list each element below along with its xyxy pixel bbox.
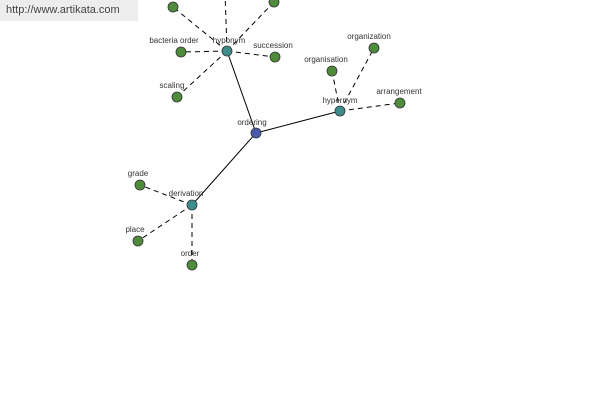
edge-hyp1-succession — [226, 50, 276, 58]
edge-ordering-deriv — [191, 132, 257, 206]
node-label-hyp2: hypernym — [322, 96, 357, 105]
node-top2[interactable] — [268, 0, 280, 8]
node-label-bacteria: bacteria order — [149, 36, 199, 45]
node-label-order: order — [181, 249, 200, 258]
node-dot-hyp1[interactable] — [221, 45, 233, 57]
node-label-organization: organization — [347, 32, 391, 41]
node-dot-bacteria[interactable] — [175, 46, 187, 58]
node-arrangement[interactable]: arrangement — [376, 87, 422, 109]
node-scaling[interactable]: scaling — [160, 81, 185, 103]
node-grade[interactable]: grade — [128, 169, 149, 191]
node-dot-deriv[interactable] — [186, 199, 198, 211]
node-label-deriv: derivation — [169, 189, 204, 198]
node-label-place: place — [125, 225, 145, 234]
node-deriv[interactable]: derivation — [169, 189, 204, 211]
node-place[interactable]: place — [125, 225, 145, 247]
node-dot-organisation[interactable] — [326, 65, 338, 77]
node-succession[interactable]: succession — [253, 41, 293, 63]
node-hyp1[interactable]: hyponym — [213, 36, 246, 57]
edge-ordering-hyp2 — [255, 110, 341, 134]
node-label-succession: succession — [253, 41, 293, 50]
node-top1[interactable] — [167, 1, 179, 13]
node-order[interactable]: order — [181, 249, 200, 271]
edge-deriv-place — [137, 204, 193, 242]
node-organization[interactable]: organization — [347, 32, 391, 54]
edge-deriv-grade — [139, 184, 193, 206]
node-dot-scaling[interactable] — [171, 91, 183, 103]
edge-hyp1-scaling — [176, 50, 228, 98]
node-label-hyp1: hyponym — [213, 36, 246, 45]
edge-hyp2-organization — [339, 47, 375, 112]
edge-hyp1-top1 — [172, 6, 228, 52]
node-organisation[interactable]: organisation — [304, 55, 348, 77]
graph-nodes: ordering hyponym hypernym derivation bacteri… — [125, 0, 422, 271]
node-label-organisation: organisation — [304, 55, 348, 64]
edge-ordering-hyp1 — [226, 50, 257, 134]
edge-hyp1-top2 — [226, 1, 275, 52]
node-label-grade: grade — [128, 169, 149, 178]
node-dot-grade[interactable] — [134, 179, 146, 191]
node-bacteria[interactable]: bacteria order — [149, 36, 199, 58]
edge-hyp1-bacteria — [180, 50, 228, 53]
node-dot-top2[interactable] — [268, 0, 280, 8]
node-label-scaling: scaling — [160, 81, 185, 90]
node-dot-succession[interactable] — [269, 51, 281, 63]
node-dot-arrangement[interactable] — [394, 97, 406, 109]
edge-hyp2-arrangement — [339, 102, 401, 112]
edge-hyp2-organisation — [331, 70, 341, 112]
node-label-ordering: ordering — [237, 118, 266, 127]
node-dot-place[interactable] — [132, 235, 144, 247]
node-label-arrangement: arrangement — [376, 87, 422, 96]
node-dot-order[interactable] — [186, 259, 198, 271]
edge-hyp1-offscreen — [224, 0, 228, 52]
node-dot-ordering[interactable] — [250, 127, 262, 139]
graph-edges — [137, 0, 401, 265]
node-hyp2[interactable]: hypernym — [322, 96, 358, 117]
node-dot-organization[interactable] — [368, 42, 380, 54]
node-dot-hyp2[interactable] — [334, 105, 346, 117]
node-ordering[interactable]: ordering — [237, 118, 267, 139]
site-url-banner[interactable]: http://www.artikata.com — [0, 0, 138, 21]
node-dot-top1[interactable] — [167, 1, 179, 13]
